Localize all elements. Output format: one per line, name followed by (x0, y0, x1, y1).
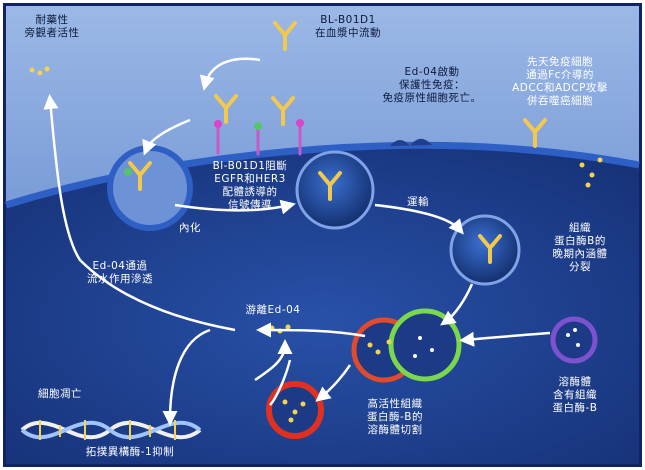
label-innate-immune: 先天免疫細胞 通過Fc介導的 ADCC和ADCP攻擊 併吞噬癌細胞 (512, 56, 608, 107)
label-lysosome-cathepsin-b: 溶酶體 含有組織 蛋白酶-B (552, 376, 598, 414)
label-transport: 運輸 (407, 196, 429, 208)
late-endosome-icon (449, 214, 521, 286)
label-apoptosis: 細胞凋亡 (38, 388, 82, 400)
label-cathepsin-late-endosome: 組織 蛋白酶B的 晚期內涵體 分裂 (552, 222, 608, 273)
label-bystander-activity: 耐藥性 旁觀者活性 (24, 14, 80, 39)
antibody-drug-conjugate-icon (128, 21, 547, 264)
label-free-ed04: 游離Ed-04 (245, 304, 301, 316)
lysosome-icon (550, 316, 598, 364)
label-internalization: 內化 (179, 222, 201, 234)
receptor-stems (216, 122, 302, 156)
label-topoisomerase-inhibition: 拓撲異構酶-1抑制 (85, 446, 175, 458)
endocytosis-pocket (107, 145, 193, 231)
green-receptor-heads (124, 122, 262, 176)
membrane-bumps (390, 138, 432, 146)
label-blocking-signaling: Bl-B01D1阻斷 EGFR和HER3 配體誘導的 信號傳導 (212, 160, 288, 211)
early-endosome-icon (295, 150, 375, 230)
label-bl-b01d1-plasma: BL-B01D1 在血漿中流動 (315, 14, 381, 39)
receptor-heads (214, 119, 304, 128)
flow-arrows (43, 57, 551, 426)
label-ed04-immunity: Ed-04啟動 保護性免疫： 免疫原性細胞死亡。 (382, 66, 482, 104)
label-passive-diffusion: Ed-04通過 流水作用滲透 (87, 260, 153, 285)
white-dots (413, 328, 580, 358)
endolysosome-fusion-icon (351, 308, 462, 383)
label-lysosome-cleavage: 高活性組織 蛋白酶-B的 溶酶體切割 (367, 398, 423, 436)
